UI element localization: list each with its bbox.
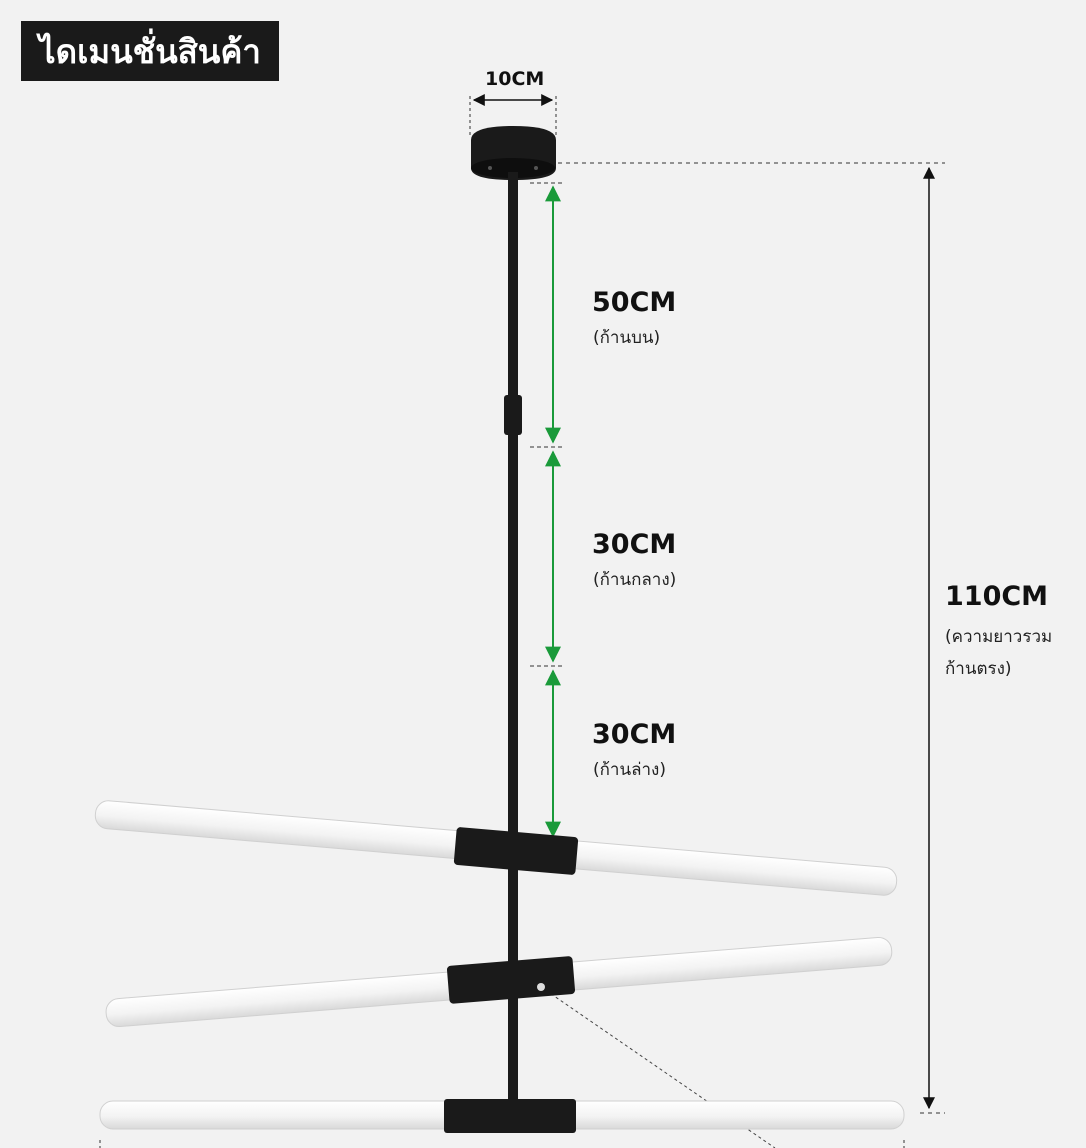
middle-rod-length-label: 30CM — [592, 529, 677, 560]
total-length-dimension — [558, 162, 945, 1114]
upper-rod-caption: (ก้านบน) — [593, 328, 661, 348]
total-length-caption-line1: (ความยาวรวม — [945, 627, 1053, 647]
canopy-width-dimension — [469, 94, 557, 135]
segment-dimensions — [530, 182, 565, 838]
suspension-rod — [504, 172, 522, 1107]
light-arm-middle — [105, 936, 893, 1028]
lower-rod-length-label: 30CM — [592, 719, 677, 750]
page-title: ไดเมนชั่นสินค้า — [21, 21, 279, 81]
total-length-caption-line2: ก้านตรง) — [945, 659, 1012, 679]
lower-rod-caption: (ก้านล่าง) — [593, 760, 666, 780]
ceiling-canopy — [471, 126, 556, 180]
light-arm-top — [94, 800, 898, 896]
middle-rod-caption: (ก้านกลาง) — [593, 570, 677, 590]
bottom-width-guide — [99, 1140, 905, 1148]
total-length-label: 110CM — [945, 581, 1049, 612]
canopy-width-label: 10CM — [485, 68, 545, 90]
upper-rod-length-label: 50CM — [592, 287, 677, 318]
light-arm-bottom — [99, 1099, 905, 1133]
